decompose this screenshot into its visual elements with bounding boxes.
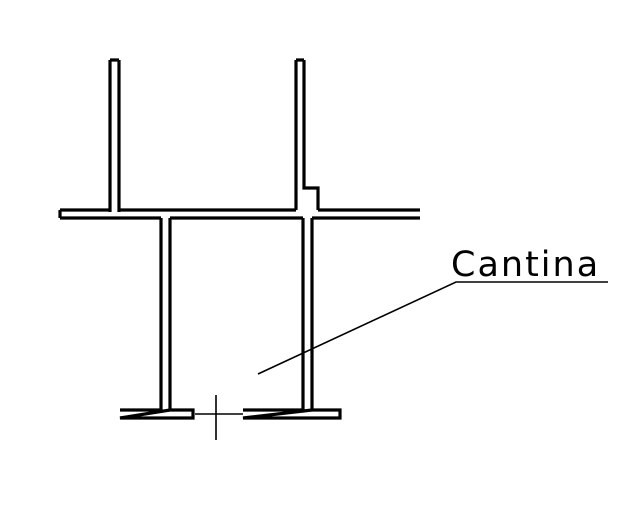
cantina-right-wall	[301, 218, 314, 410]
bottom-wall-left	[119, 408, 195, 420]
room-label-cantina: Cantina	[451, 245, 600, 285]
upper-right-wall	[294, 58, 320, 210]
leader-line	[257, 281, 608, 375]
bottom-wall-right	[242, 408, 342, 420]
upper-left-wall	[108, 58, 121, 212]
door-cross-marker	[195, 395, 243, 440]
cantina-left-wall	[159, 218, 172, 410]
horizontal-wall	[58, 208, 420, 220]
